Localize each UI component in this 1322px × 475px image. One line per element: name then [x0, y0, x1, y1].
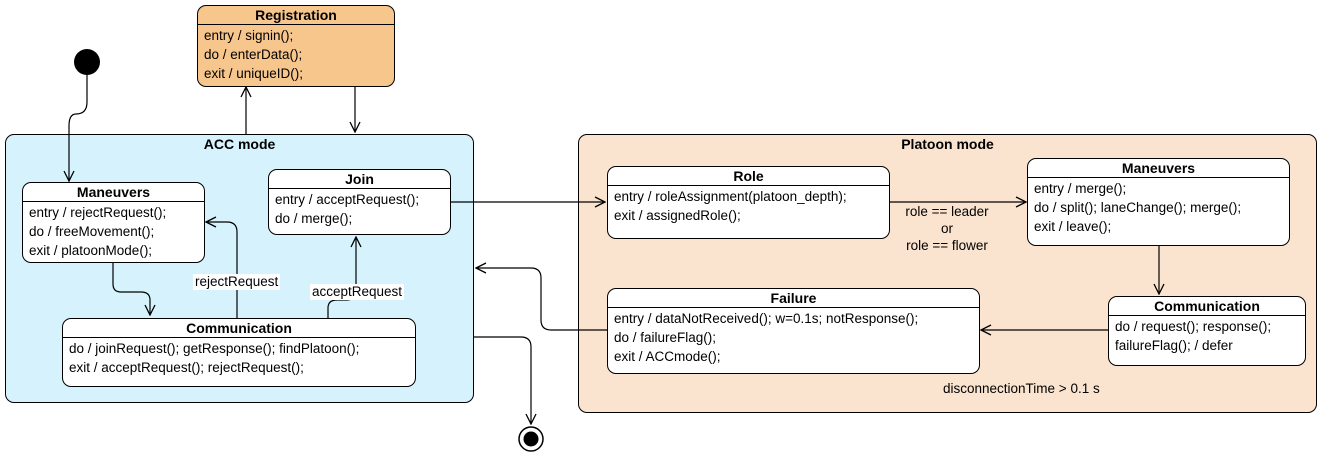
state-action: exit / leave();	[1034, 219, 1112, 234]
accept-request-arrow	[327, 237, 356, 318]
acc-communication-state: Communication do / joinRequest(); getRes…	[62, 318, 416, 387]
acc-to-final-arrow	[474, 336, 531, 424]
state-action: entry / acceptRequest();	[275, 192, 420, 207]
platoon-communication-state: Communication do / request(); response()…	[1108, 296, 1306, 366]
registration-title: Registration	[198, 6, 394, 25]
join-state: Join entry / acceptRequest(); do / merge…	[268, 169, 451, 235]
failure-to-acc-arrow	[476, 268, 607, 331]
state-action: do / enterData();	[204, 47, 303, 62]
state-action: exit / platoonMode();	[29, 243, 153, 258]
role-condition-line: or	[940, 221, 953, 236]
reject-request-label: rejectRequest	[193, 274, 281, 290]
join-title: Join	[269, 170, 450, 189]
failure-state: Failure entry / dataNotReceived(); w=0.1…	[607, 288, 980, 374]
role-title: Role	[608, 167, 889, 186]
state-action: exit / assignedRole();	[614, 208, 741, 223]
state-action: exit / uniqueID();	[204, 66, 304, 81]
state-action: do / joinRequest(); getResponse(); findP…	[69, 341, 360, 356]
state-action: do / merge();	[275, 211, 353, 226]
role-condition-line: role == flower	[906, 238, 988, 253]
reject-request-arrow	[206, 222, 238, 318]
registration-state: Registration entry / signin(); do / ente…	[197, 5, 395, 87]
platoon-maneuvers-title: Maneuvers	[1028, 159, 1289, 178]
acc-maneuvers-state: Maneuvers entry / rejectRequest(); do / …	[22, 182, 205, 263]
platoon-communication-title: Communication	[1109, 297, 1305, 316]
acc-communication-title: Communication	[63, 319, 415, 338]
state-action: entry / merge();	[1034, 181, 1127, 196]
platoon-maneuvers-state: Maneuvers entry / merge(); do / split();…	[1027, 158, 1290, 246]
failure-title: Failure	[608, 289, 979, 308]
state-action: entry / roleAssignment(platoon_depth);	[614, 189, 847, 204]
role-condition-line: role == leader	[905, 204, 989, 219]
platoon-mode-title: Platoon mode	[901, 136, 994, 152]
disconnection-label: disconnectionTime > 0.1 s	[943, 381, 1100, 396]
accept-request-label: acceptRequest	[310, 284, 405, 300]
state-action: entry / rejectRequest();	[29, 205, 167, 220]
role-condition-label: role == leader or role == flower	[893, 203, 1001, 254]
role-state: Role entry / roleAssignment(platoon_dept…	[607, 166, 890, 239]
state-action: do / failureFlag();	[614, 330, 717, 345]
state-action: failureFlag(); / defer	[1115, 338, 1233, 353]
state-action: entry / dataNotReceived(); w=0.1s; notRe…	[614, 311, 919, 326]
acc-maneuvers-title: Maneuvers	[23, 183, 204, 202]
state-action: entry / signin();	[204, 28, 294, 43]
state-action: exit / acceptRequest(); rejectRequest();	[69, 360, 304, 375]
state-action: do / freeMovement();	[29, 224, 155, 239]
maneuvers-to-communication-arrow	[112, 263, 150, 315]
acc-mode-title: ACC mode	[203, 136, 276, 152]
state-action: exit / ACCmode();	[614, 349, 721, 364]
initial-state-node	[74, 49, 100, 75]
initial-to-maneuvers-arrow	[69, 75, 88, 181]
state-action: do / split(); laneChange(); merge();	[1034, 200, 1242, 215]
state-action: do / request(); response();	[1115, 319, 1272, 334]
